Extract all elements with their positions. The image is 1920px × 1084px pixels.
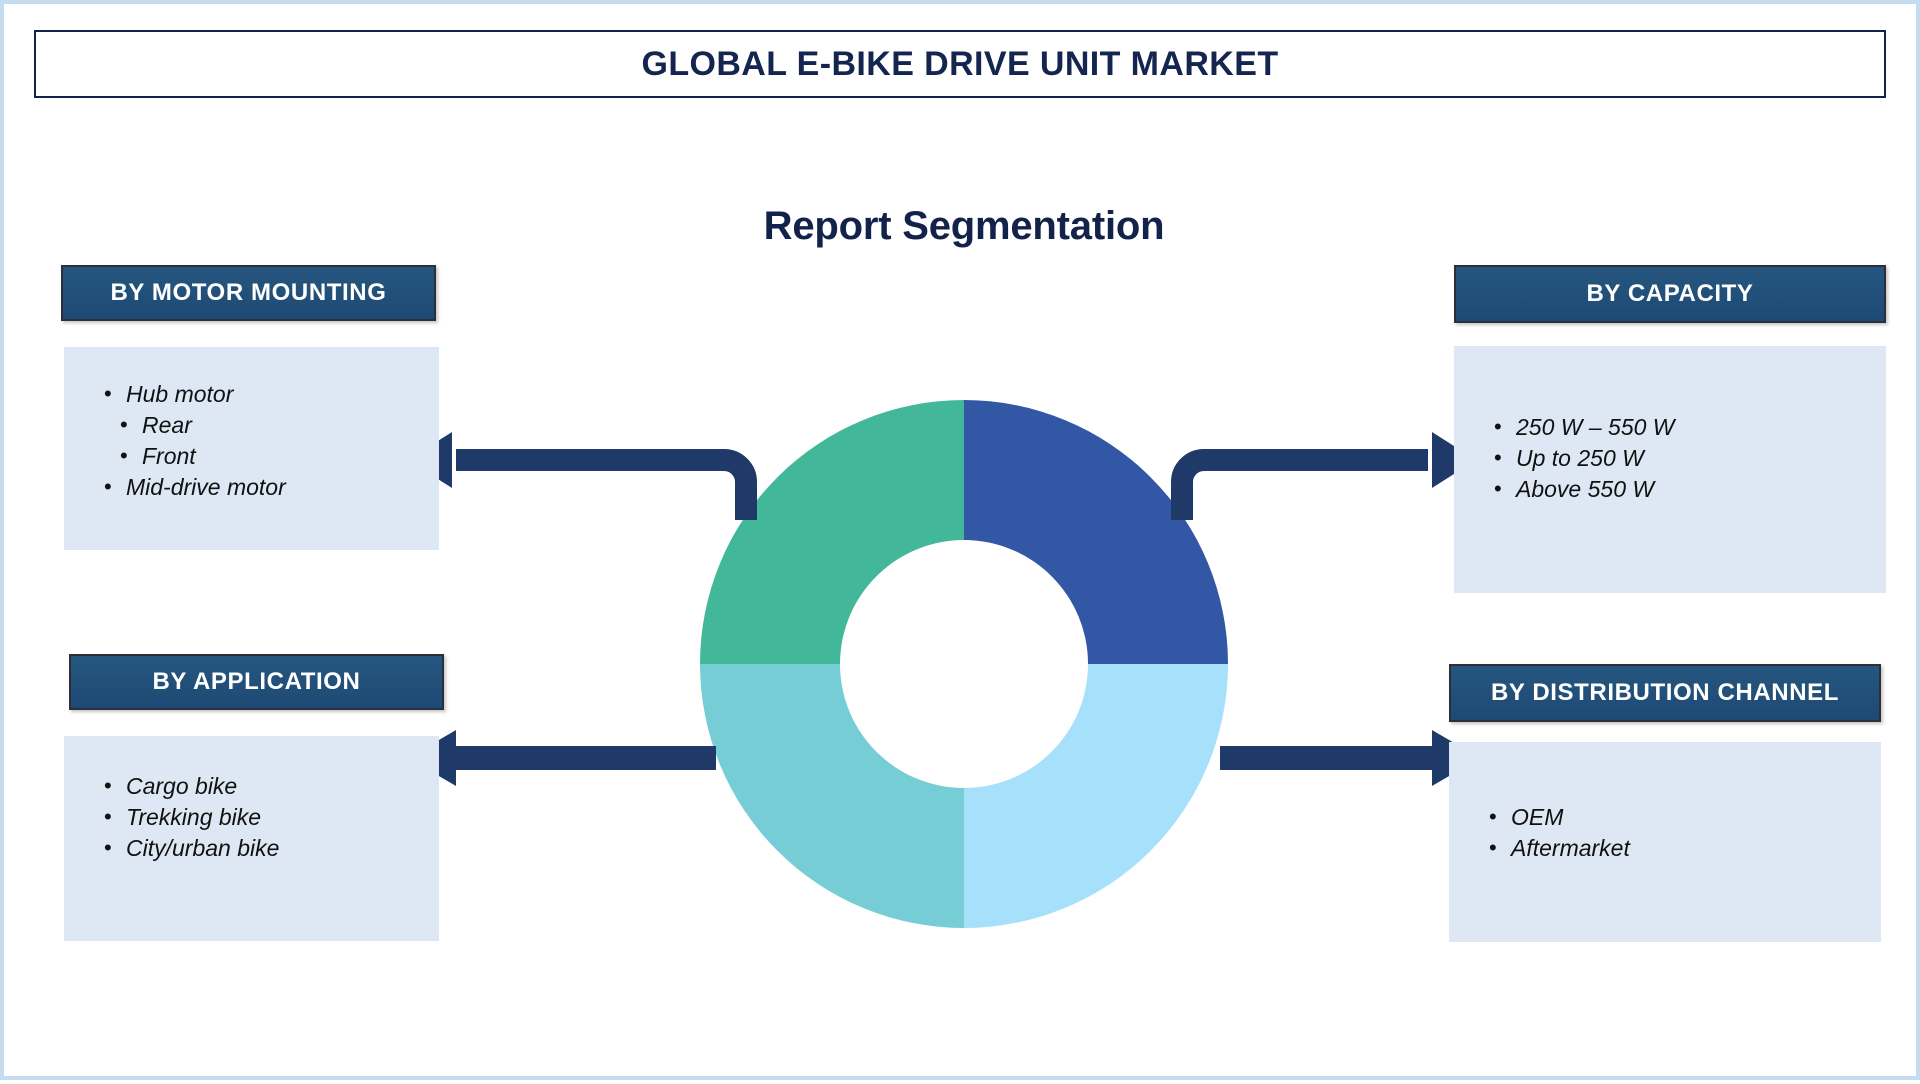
- category-header-label: BY CAPACITY: [1586, 280, 1754, 307]
- category-body-application: Cargo bikeTrekking bikeCity/urban bike: [64, 736, 439, 941]
- page-title: GLOBAL E-BIKE DRIVE UNIT MARKET: [641, 44, 1279, 83]
- category-header-capacity[interactable]: BY CAPACITY: [1454, 265, 1886, 323]
- list-item: Up to 250 W: [1494, 442, 1886, 474]
- arrow-application-line: [456, 746, 716, 770]
- arrow-distribution-line: [1220, 746, 1432, 770]
- list-item: Trekking bike: [104, 801, 439, 833]
- list-item: Above 550 W: [1494, 473, 1886, 505]
- donut-hole: [840, 540, 1088, 788]
- category-header-label: BY DISTRIBUTION CHANNEL: [1490, 679, 1840, 706]
- list-item: Hub motor: [104, 378, 439, 410]
- list-item: 250 W – 550 W: [1494, 411, 1886, 443]
- section-heading: Report Segmentation: [763, 204, 1165, 248]
- category-body-capacity: 250 W – 550 WUp to 250 WAbove 550 W: [1454, 346, 1886, 593]
- list-item: City/urban bike: [104, 832, 439, 864]
- category-header-motor-mounting[interactable]: BY MOTOR MOUNTING: [61, 265, 436, 321]
- category-list-capacity: 250 W – 550 WUp to 250 WAbove 550 W: [1454, 411, 1886, 505]
- segmentation-donut-chart: [684, 384, 1244, 944]
- list-item: OEM: [1489, 801, 1881, 833]
- category-header-label: BY APPLICATION: [152, 668, 361, 695]
- list-item: Cargo bike: [104, 770, 439, 802]
- list-item: Aftermarket: [1489, 832, 1881, 864]
- arrow-application: [408, 730, 716, 786]
- category-list-motor-mounting: Hub motorRearFrontMid-drive motor: [64, 378, 439, 503]
- arrow-distribution: [1220, 730, 1480, 786]
- list-item: Front: [104, 440, 439, 472]
- category-header-application[interactable]: BY APPLICATION: [69, 654, 444, 710]
- donut-svg: [700, 400, 1228, 928]
- list-item: Rear: [104, 409, 439, 441]
- category-list-distribution-channel: OEMAftermarket: [1449, 801, 1881, 864]
- category-header-distribution-channel[interactable]: BY DISTRIBUTION CHANNEL: [1449, 664, 1881, 722]
- list-item: Mid-drive motor: [104, 471, 439, 503]
- category-list-application: Cargo bikeTrekking bikeCity/urban bike: [64, 770, 439, 864]
- page-title-box: GLOBAL E-BIKE DRIVE UNIT MARKET: [34, 30, 1886, 98]
- category-body-distribution-channel: OEMAftermarket: [1449, 742, 1881, 942]
- category-header-label: BY MOTOR MOUNTING: [110, 279, 387, 306]
- category-body-motor-mounting: Hub motorRearFrontMid-drive motor: [64, 347, 439, 550]
